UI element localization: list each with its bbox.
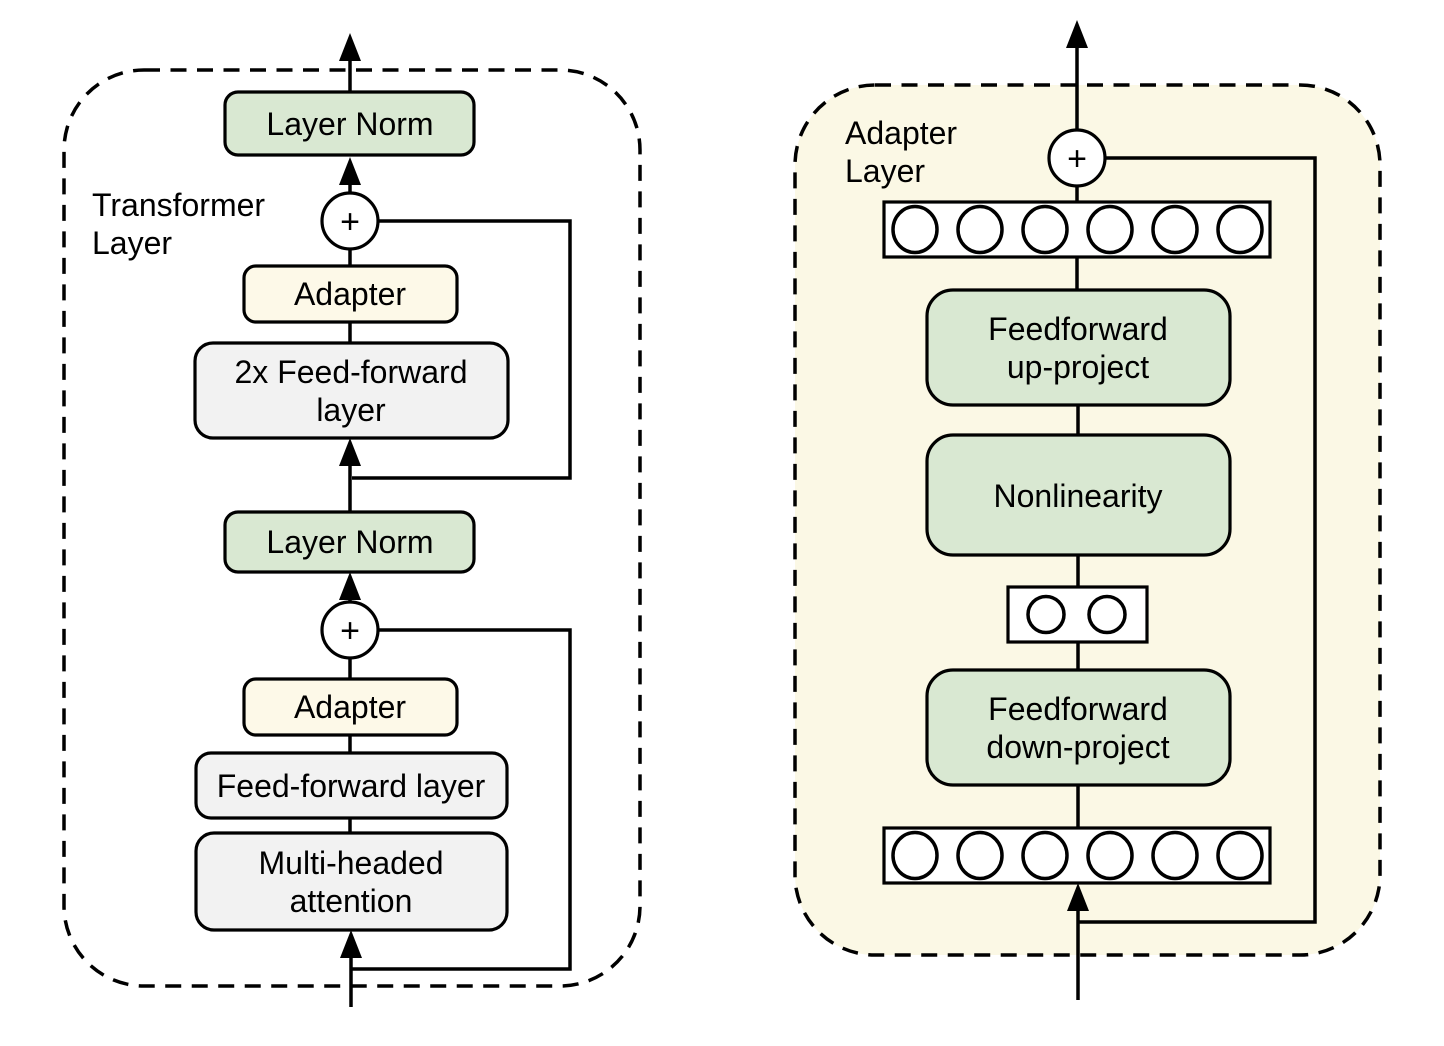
feature-circle	[891, 204, 939, 255]
adapter-layer-label-line2: Layer	[845, 153, 925, 189]
feature-circle	[1216, 830, 1264, 881]
feedforward-label: Feed-forward layer	[217, 768, 486, 804]
feature-circle	[1087, 594, 1127, 635]
skip-connection	[1079, 156, 1317, 924]
arrow-up-icon	[1066, 20, 1088, 48]
multi-headed-attention-node	[194, 831, 509, 932]
feedforward-2x-label-line1: 2x Feed-forward	[235, 354, 468, 390]
feature-circle	[891, 830, 939, 881]
plus-icon: +	[340, 612, 360, 650]
layer-norm-bottom-node	[223, 510, 476, 574]
feedforward-up-project-node	[925, 288, 1232, 407]
arrow-up-icon	[1067, 883, 1089, 911]
adapter-bottom-label: Adapter	[294, 689, 406, 725]
attention-label-line2: attention	[290, 883, 413, 919]
plus-icon: +	[340, 203, 360, 241]
feedforward-2x-label-line2: layer	[316, 392, 386, 428]
connector-arrow	[339, 157, 361, 193]
feature-circle	[1021, 830, 1069, 881]
arrow-up-icon	[339, 438, 361, 466]
adapter-layer-panel: Adapter Layer + Feedforward up-project N…	[793, 20, 1382, 1000]
feature-row-bottleneck	[1006, 585, 1149, 644]
transformer-layer-panel: Layer Norm Transformer Layer + Adapter 2…	[62, 33, 642, 1007]
connector-arrow	[339, 438, 361, 512]
nonlinearity-label: Nonlinearity	[994, 478, 1163, 514]
feature-circle	[1026, 594, 1066, 635]
attention-label-line1: Multi-headed	[259, 845, 444, 881]
feature-row-top-box	[882, 200, 1272, 259]
output-arrow	[1066, 20, 1088, 130]
feature-circle	[956, 204, 1004, 255]
input-arrow	[1067, 883, 1089, 1000]
up-project-label-line2: up-project	[1007, 349, 1149, 385]
feature-circle	[1086, 204, 1134, 255]
down-project-label-line1: Feedforward	[988, 691, 1168, 727]
skip-connection-bottom	[352, 628, 572, 971]
connector-arrow	[339, 572, 361, 602]
adapter-layer-label-line1: Adapter	[845, 115, 957, 151]
input-arrow	[340, 930, 362, 1007]
feature-circle	[1086, 830, 1134, 881]
adapter-top-label: Adapter	[294, 276, 406, 312]
transformer-layer-label-line2: Layer	[92, 225, 172, 261]
skip-connection-top	[352, 219, 572, 480]
feature-circle	[1151, 204, 1199, 255]
down-project-label-line2: down-project	[986, 729, 1169, 765]
transformer-layer-label-line1: Transformer	[92, 187, 265, 223]
plus-icon: +	[1067, 140, 1087, 178]
feedforward-2x-node	[193, 341, 510, 440]
up-project-label-line1: Feedforward	[988, 311, 1168, 347]
feature-circle	[956, 830, 1004, 881]
feature-circle	[1151, 830, 1199, 881]
arrow-up-icon	[340, 930, 362, 958]
layer-norm-top-label: Layer Norm	[266, 106, 433, 142]
output-arrow	[339, 33, 361, 92]
feature-row-bottom-box	[882, 826, 1272, 885]
feature-circle	[1021, 204, 1069, 255]
feature-row-top	[882, 200, 1272, 259]
arrow-up-icon	[339, 572, 361, 600]
arrow-up-icon	[339, 33, 361, 61]
feedforward-down-project-node	[925, 668, 1232, 787]
feature-row-bottom	[882, 826, 1272, 885]
feature-circle	[1216, 204, 1264, 255]
arrow-up-icon	[339, 157, 361, 185]
layer-norm-top-node	[223, 90, 476, 157]
layer-norm-bottom-label: Layer Norm	[266, 524, 433, 560]
